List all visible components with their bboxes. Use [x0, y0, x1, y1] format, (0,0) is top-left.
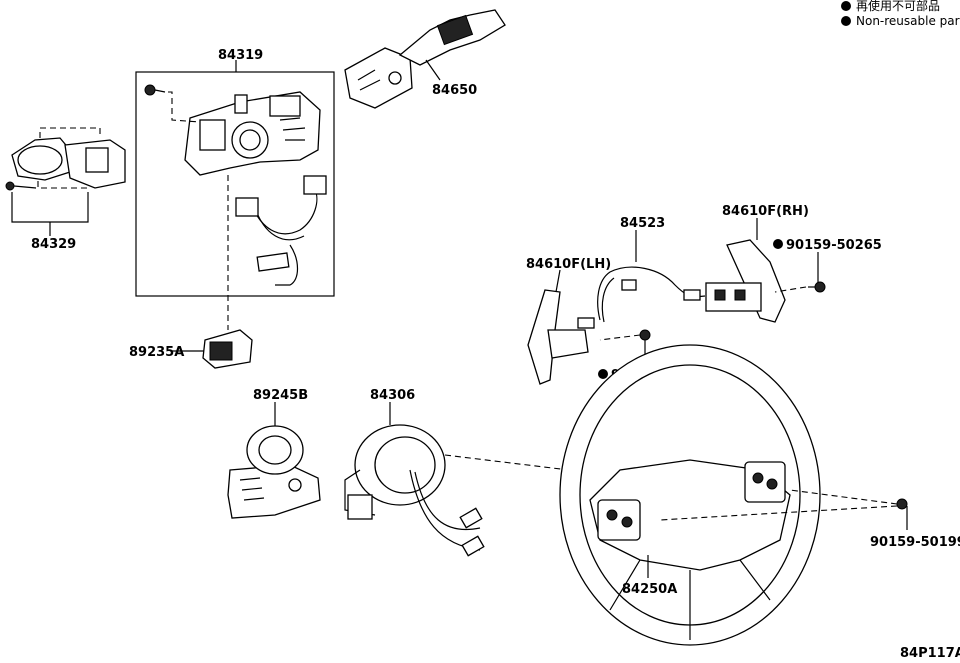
- paddle-switch-84610F-LH: [527, 269, 589, 385]
- sensor-89235A: [172, 329, 253, 369]
- screw-84319: [144, 84, 201, 123]
- screw-90159-50199: [659, 489, 908, 530]
- steering-wheel-84250A: [559, 344, 821, 646]
- label-84306: 84306: [370, 388, 415, 403]
- label-84319: 84319: [218, 48, 263, 63]
- label-90159-50265-rh: 90159-50265: [786, 238, 882, 253]
- dashed-leader-84306: [444, 454, 611, 476]
- label-89245B: 89245B: [253, 388, 308, 403]
- label-84650: 84650: [432, 83, 477, 98]
- combination-switch-84319: [184, 91, 327, 286]
- label-90159-50199: 90159-50199(2): [870, 535, 960, 550]
- legend-bullet-icon: [841, 16, 851, 26]
- legend-english-text: Non-reusable part: [856, 14, 960, 28]
- label-84523: 84523: [620, 216, 665, 231]
- label-84250A: 84250A: [622, 582, 677, 597]
- screw-90159-50265-lh: [598, 329, 651, 379]
- spiral-cable-84306: [344, 402, 485, 557]
- steering-sensor-89245B: [227, 402, 321, 519]
- wire-harness-84523: [577, 230, 706, 329]
- assembly-box-84319: [135, 71, 335, 297]
- wiper-switch-84650: [344, 9, 506, 109]
- label-84610F-RH: 84610F(RH): [722, 204, 809, 219]
- legend-japanese-text: 再使用不可部品: [856, 0, 940, 13]
- light-control-switch-84329: [5, 127, 126, 236]
- legend-bullet-icon: [841, 1, 851, 11]
- paddle-switch-84610F-RH: [705, 218, 786, 323]
- label-84329: 84329: [31, 237, 76, 252]
- screw-90159-50265-rh: [773, 239, 826, 293]
- figure-code: 84P117A: [900, 646, 960, 661]
- legend: 再使用不可部品 Non-reusable part: [841, 0, 960, 28]
- label-89235A: 89235A: [129, 345, 184, 360]
- label-84610F-LH: 84610F(LH): [526, 257, 611, 272]
